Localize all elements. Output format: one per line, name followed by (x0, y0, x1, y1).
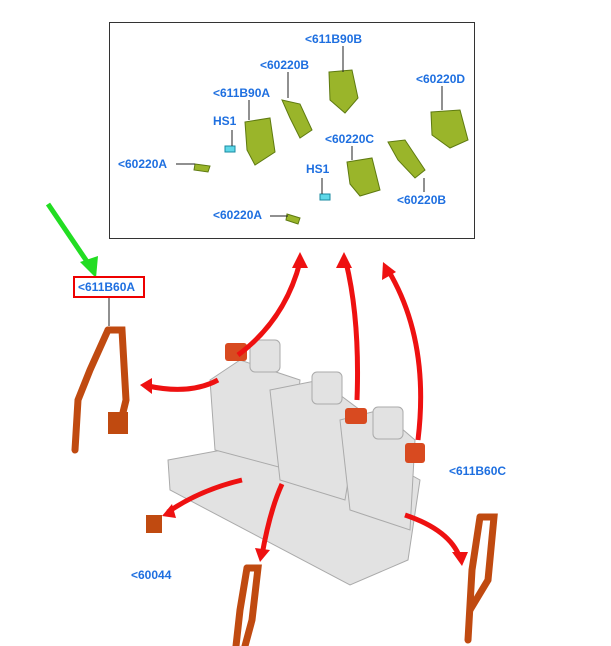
highlight-box (73, 276, 145, 298)
belt-buckle (108, 412, 128, 434)
label-60044[interactable]: <60044 (131, 568, 172, 582)
bracket-parts (193, 69, 469, 225)
callout-arrows (147, 261, 463, 559)
label-60220c[interactable]: <60220C (325, 132, 375, 146)
green-pointer-arrow (45, 202, 98, 278)
label-hs1-b[interactable]: HS1 (306, 162, 330, 176)
label-611b60c[interactable]: <611B60C (449, 464, 507, 478)
label-hs1-a[interactable]: HS1 (213, 114, 237, 128)
seat-belts (71, 326, 498, 646)
rear-seat (167, 339, 421, 586)
label-611b60a[interactable]: <611B60A (78, 280, 136, 294)
leader-lines (108, 46, 443, 326)
label-611b90b[interactable]: <611B90B (305, 32, 363, 46)
label-60220a-bottom[interactable]: <60220A (213, 208, 263, 222)
label-60220a-left[interactable]: <60220A (118, 157, 168, 171)
buckle-60044 (146, 515, 162, 533)
label-60220b-bottom[interactable]: <60220B (397, 193, 447, 207)
exploded-view-inset (109, 22, 475, 239)
label-60220d[interactable]: <60220D (416, 72, 466, 86)
label-60220b-top[interactable]: <60220B (260, 58, 310, 72)
label-611b90a[interactable]: <611B90A (213, 86, 271, 100)
